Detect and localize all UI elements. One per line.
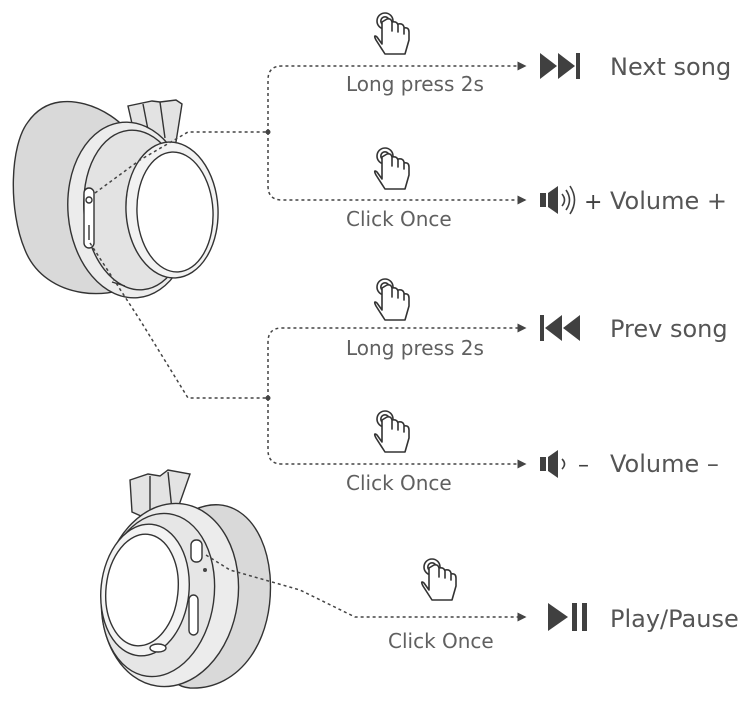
tap-hand-icon — [420, 558, 457, 601]
tap-hand-icon — [373, 410, 410, 453]
function-label-volup: Volume + — [610, 187, 727, 215]
svg-text:–: – — [578, 453, 589, 478]
tap-hand-icon — [373, 12, 410, 55]
tap-hand-icon — [373, 147, 410, 190]
headphone-top — [12, 99, 219, 299]
function-label-play: Play/Pause — [610, 605, 739, 633]
svg-text:+: + — [584, 190, 602, 215]
headphone-bottom — [100, 469, 272, 689]
gesture-label-next: Long press 2s — [346, 72, 484, 96]
gesture-label-voldn: Click Once — [346, 471, 452, 495]
connector-lines — [89, 61, 527, 622]
play-pause-icon — [548, 603, 587, 631]
volume-down-icon: – — [540, 450, 589, 478]
function-label-next: Next song — [610, 53, 731, 81]
function-label-prev: Prev song — [610, 315, 728, 343]
next-track-icon — [540, 53, 580, 79]
gesture-label-play: Click Once — [388, 629, 494, 653]
volume-up-icon: + — [540, 185, 602, 215]
gesture-label-prev: Long press 2s — [346, 336, 484, 360]
tap-hand-icon — [373, 278, 410, 321]
function-label-voldn: Volume – — [610, 450, 719, 478]
gesture-label-volup: Click Once — [346, 207, 452, 231]
previous-track-icon — [540, 315, 580, 341]
